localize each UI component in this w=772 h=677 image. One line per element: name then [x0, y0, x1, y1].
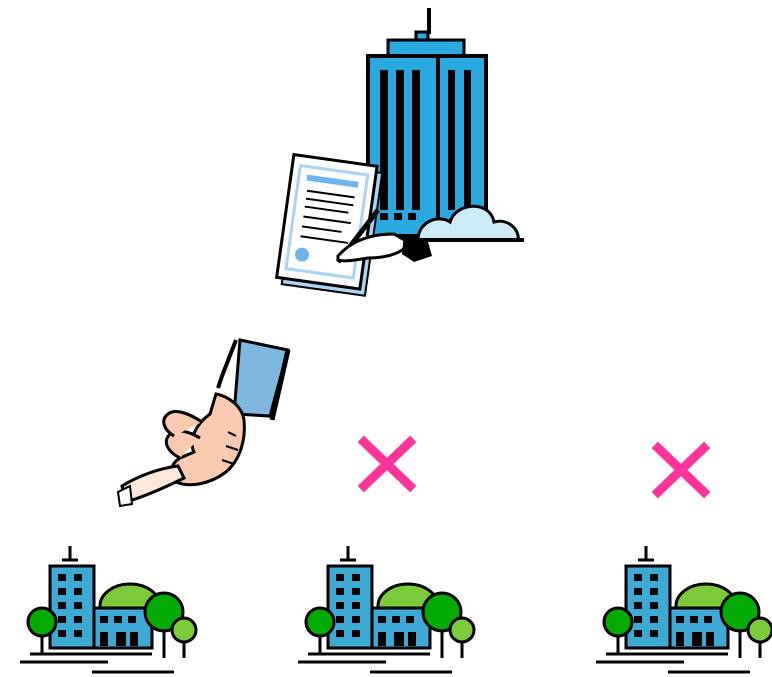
cross-mark-icon [654, 444, 708, 496]
small-office-building-icon [290, 546, 480, 676]
small-office-building-icon [12, 546, 202, 676]
handshake-icon [118, 336, 298, 508]
office-tower-signing-contract-icon [268, 8, 528, 308]
small-office-building-icon [588, 546, 772, 676]
cross-mark-icon [360, 438, 414, 490]
